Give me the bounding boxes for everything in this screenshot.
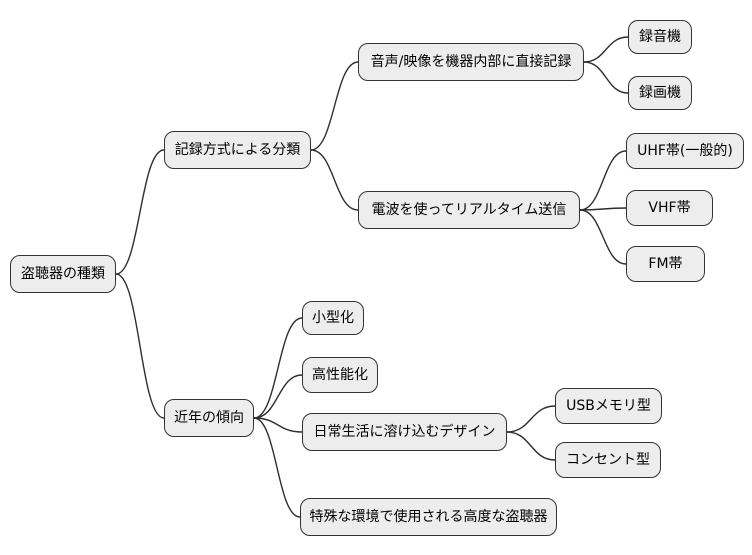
node-video-recorder[interactable]: 録画機 [628, 76, 692, 110]
edge-direct-record-video-recorder [583, 61, 629, 94]
node-label: 電波を使ってリアルタイム送信 [371, 202, 567, 218]
edge-root-recent-trends [115, 273, 165, 419]
edge-everyday-design-outlet-type [506, 431, 556, 461]
node-miniaturization[interactable]: 小型化 [302, 301, 364, 335]
node-recent-trends[interactable]: 近年の傾向 [164, 399, 254, 437]
edge-recent-trends-miniaturization [253, 317, 303, 419]
edge-radio-transmit-vhf-band [579, 207, 627, 211]
edge-direct-record-audio-recorder [583, 36, 629, 63]
node-uhf-band[interactable]: UHF帯(一般的) [626, 133, 744, 169]
edge-recent-trends-high-performance [253, 374, 303, 419]
edge-recording-class-radio-transmit [310, 149, 359, 211]
node-label: 小型化 [312, 310, 354, 326]
node-radio-transmit[interactable]: 電波を使ってリアルタイム送信 [358, 191, 580, 229]
node-recording-class[interactable]: 記録方式による分類 [164, 131, 311, 169]
node-special-advanced[interactable]: 特殊な環境で使用される高度な盗聴器 [300, 498, 557, 536]
node-label: USBメモリ型 [566, 398, 651, 414]
node-label: UHF帯(一般的) [637, 143, 733, 159]
edge-radio-transmit-uhf-band [579, 150, 627, 211]
edge-recording-class-direct-record [310, 61, 359, 151]
node-label: 音声/映像を機器内部に直接記録 [370, 54, 572, 70]
node-label: FM帯 [648, 256, 683, 272]
node-root[interactable]: 盗聴器の種類 [10, 255, 116, 293]
edge-radio-transmit-fm-band [579, 209, 627, 265]
node-label: コンセント型 [566, 452, 650, 468]
edge-everyday-design-usb-memory-type [506, 405, 556, 433]
node-vhf-band[interactable]: VHF帯 [626, 190, 713, 226]
node-label: 盗聴器の種類 [21, 266, 105, 282]
node-audio-recorder[interactable]: 録音機 [628, 20, 692, 54]
node-outlet-type[interactable]: コンセント型 [555, 442, 661, 478]
node-high-performance[interactable]: 高性能化 [302, 357, 378, 393]
node-label: 録画機 [639, 85, 681, 101]
node-label: 近年の傾向 [174, 410, 244, 426]
node-label: 特殊な環境で使用される高度な盗聴器 [309, 509, 548, 525]
edge-root-recording-class [115, 149, 165, 275]
node-direct-record[interactable]: 音声/映像を機器内部に直接記録 [358, 43, 584, 81]
node-label: 日常生活に溶け込むデザイン [313, 424, 496, 440]
node-label: 記録方式による分類 [174, 142, 301, 158]
node-usb-memory-type[interactable]: USBメモリ型 [555, 388, 662, 424]
node-label: 高性能化 [312, 367, 368, 383]
node-everyday-design[interactable]: 日常生活に溶け込むデザイン [302, 413, 507, 451]
edge-recent-trends-special-advanced [253, 417, 301, 518]
edge-recent-trends-everyday-design [253, 417, 303, 433]
node-label: VHF帯 [648, 200, 691, 216]
node-label: 録音機 [639, 29, 681, 45]
node-fm-band[interactable]: FM帯 [626, 246, 705, 282]
